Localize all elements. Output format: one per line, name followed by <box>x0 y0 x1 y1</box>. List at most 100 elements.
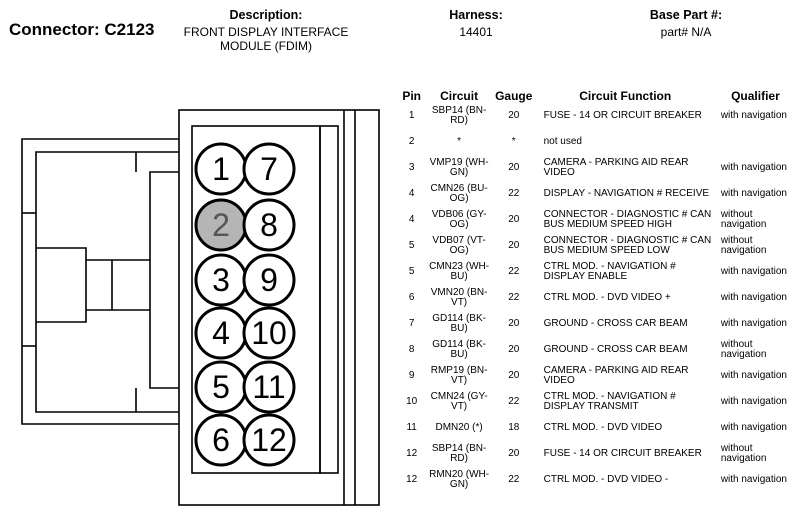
function-cell: CTRL MOD. - DVD VIDEO <box>543 422 663 433</box>
gauge-cell: 18 <box>508 422 520 433</box>
pin-12: 12 <box>242 413 296 467</box>
pin-cell: 3 <box>408 162 415 173</box>
function-cell: CTRL MOD. - NAVIGATION # DISPLAY TRANSMI… <box>543 391 676 412</box>
circuit-cell: RMP19 (BN-VT) <box>430 365 488 386</box>
qualifier-cell: with navigation <box>720 188 787 199</box>
pin-cell: 1 <box>408 110 415 121</box>
gauge-cell: * <box>511 136 516 147</box>
circuit-cell: GD114 (BK-BU) <box>432 339 486 360</box>
qualifier-cell: without navigation <box>720 235 767 256</box>
table-row: 1 SBP14 (BN-RD) 20 FUSE - 14 OR CIRCUIT BRE… <box>397 103 796 129</box>
circuit-cell: VMP19 (WH-GN) <box>429 157 489 178</box>
qualifier-cell: without navigation <box>720 443 767 464</box>
function-cell: CTRL MOD. - NAVIGATION # DISPLAY ENABLE <box>543 261 676 282</box>
connector-title: Connector: C2123 <box>9 20 155 39</box>
circuit-cell: VDB07 (VT-OG) <box>432 235 486 256</box>
pin-cell: 2 <box>408 136 415 147</box>
pin-number: 3 <box>212 262 230 298</box>
circuit-cell: VDB06 (GY-OG) <box>431 209 487 230</box>
circuit-cell: CMN23 (WH-BU) <box>429 261 490 282</box>
pin-column-right: 7 8 9 10 11 12 <box>242 142 296 467</box>
pin-2: 2 <box>194 198 248 252</box>
gauge-cell: 20 <box>508 344 520 355</box>
pin-cell: 12 <box>406 448 418 459</box>
pin-11: 11 <box>242 360 296 414</box>
pin-circle <box>242 198 296 252</box>
description-block: Description: FRONT DISPLAY INTERFACE MOD… <box>170 8 362 53</box>
pin-7: 7 <box>242 142 296 196</box>
pin-number: 11 <box>252 369 285 405</box>
pin-circle <box>242 142 296 196</box>
pin-number: 5 <box>212 369 230 405</box>
function-cell: not used <box>543 136 582 147</box>
table-row: 12 RMN20 (WH-GN) 22 CTRL MOD. - DVD VIDEO -… <box>397 467 796 493</box>
circuit-cell: DMN20 (*) <box>435 422 483 433</box>
pin-circle <box>242 413 296 467</box>
pin-cell: 10 <box>406 396 418 407</box>
pin-circle <box>242 253 296 307</box>
qualifier-cell: with navigation <box>720 422 787 433</box>
circuit-cell: CMN24 (GY-VT) <box>430 391 488 412</box>
connector-face-diagram: 12 3 4 5 6 7 8 9 10 11 12 <box>21 109 380 506</box>
column-header: Circuit <box>440 89 479 103</box>
circuit-cell: * <box>457 136 462 147</box>
function-cell: GROUND - CROSS CAR BEAM <box>543 318 688 329</box>
table-row: 10 CMN24 (GY-VT) 22 CTRL MOD. - NAVIGATION … <box>397 389 796 415</box>
circuit-cell: SBP14 (BN-RD) <box>431 105 487 126</box>
pin-cell: 4 <box>408 214 415 225</box>
description-label: Description: <box>229 8 303 22</box>
gauge-cell: 22 <box>508 396 520 407</box>
pin-circle <box>242 306 296 360</box>
circuit-cell: GD114 (BK-BU) <box>432 313 486 334</box>
qualifier-cell: without navigation <box>720 339 767 360</box>
base-part-label: Base Part #: <box>649 8 723 22</box>
gauge-cell: 20 <box>508 110 520 121</box>
function-cell: CAMERA - PARKING AID REAR VIDEO <box>543 365 689 386</box>
function-cell: CAMERA - PARKING AID REAR VIDEO <box>543 157 689 178</box>
circuit-cell: CMN26 (BU-OG) <box>430 183 488 204</box>
circuit-cell: RMN20 (WH-GN) <box>429 469 490 490</box>
pin-cell: 9 <box>408 370 415 381</box>
pin-number: 8 <box>260 207 278 243</box>
table-row: 8 GD114 (BK-BU) 20 GROUND - CROSS CAR BEAM w… <box>397 337 796 363</box>
pin-6: 6 <box>194 413 248 467</box>
pin-number: 6 <box>212 422 230 458</box>
gauge-cell: 22 <box>508 188 520 199</box>
function-cell: GROUND - CROSS CAR BEAM <box>543 344 688 355</box>
qualifier-cell: with navigation <box>720 162 787 173</box>
pin-cell: 11 <box>406 422 417 433</box>
pin-cell: 8 <box>408 344 415 355</box>
pin-cell: 5 <box>408 240 415 251</box>
column-header: Pin <box>402 89 421 103</box>
gauge-cell: 20 <box>508 240 520 251</box>
pin-circle <box>242 360 296 414</box>
gauge-cell: 22 <box>508 292 520 303</box>
gauge-cell: 20 <box>508 370 520 381</box>
table-row: 9 RMP19 (BN-VT) 20 CAMERA - PARKING AID REA… <box>397 363 796 389</box>
circuit-cell: SBP14 (BN-RD) <box>431 443 487 464</box>
function-cell: FUSE - 14 OR CIRCUIT BREAKER <box>543 110 702 121</box>
gauge-cell: 22 <box>508 474 520 485</box>
pin-cell: 7 <box>408 318 415 329</box>
pin-cell: 12 <box>406 474 418 485</box>
harness-block: Harness: 14401 <box>426 8 526 39</box>
function-cell: CONNECTOR - DIAGNOSTIC # CAN BUS MEDIUM … <box>543 235 712 256</box>
function-cell: CTRL MOD. - DVD VIDEO + <box>543 292 671 303</box>
harness-value: 14401 <box>459 25 493 39</box>
function-cell: CTRL MOD. - DVD VIDEO - <box>543 474 669 485</box>
column-header: Circuit Function <box>579 89 672 103</box>
pin-number: 4 <box>212 315 230 351</box>
base-part-value: part# N/A <box>660 25 712 39</box>
table-row: 11 DMN20 (*) 18 CTRL MOD. - DVD VIDEO with n… <box>397 415 796 441</box>
pin-number: 10 <box>251 315 287 351</box>
pin-10: 10 <box>242 306 296 360</box>
pin-number: 9 <box>260 262 278 298</box>
